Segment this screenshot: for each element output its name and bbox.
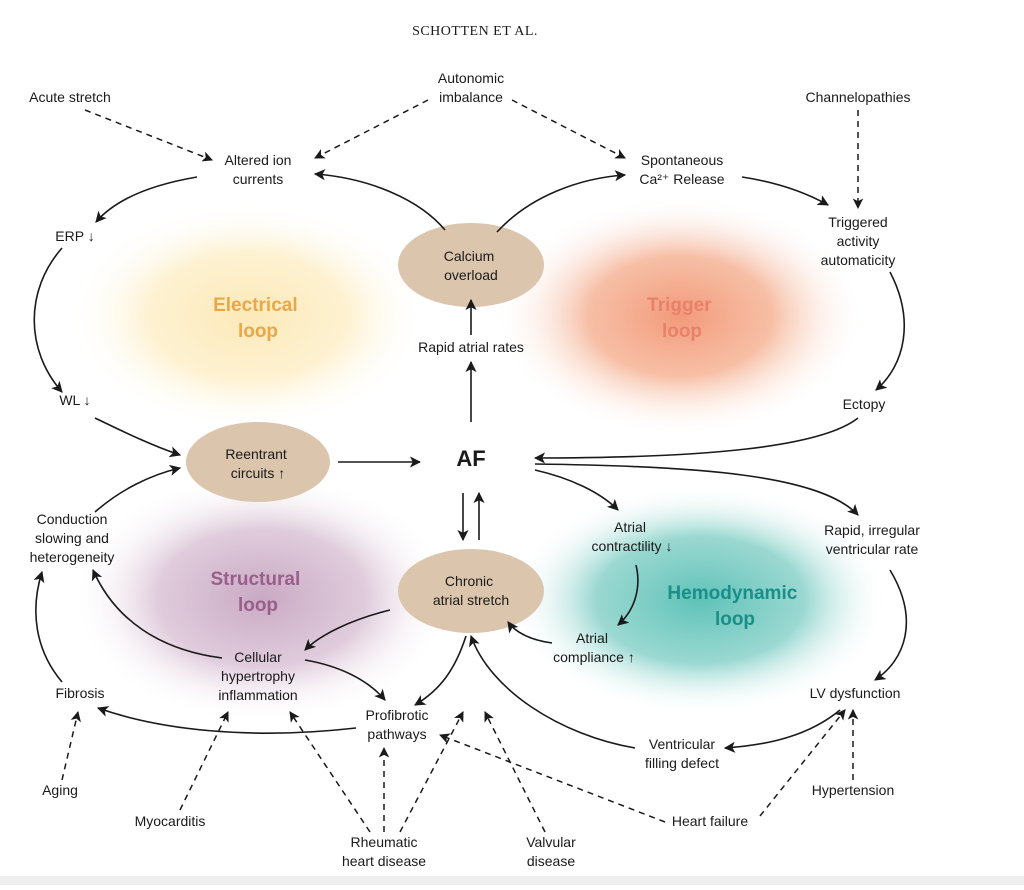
dashed-myocarditis-to-cellular: [179, 711, 229, 811]
arrow-filling-defect-to-stretch: [469, 634, 636, 749]
arrow-ectopy-to-af: [533, 417, 859, 464]
arrow-spontaneous-to-triggered: [741, 176, 829, 206]
arrow-calcium-to-altered-ion: [313, 169, 446, 231]
reentrant-circuits-node: [186, 422, 330, 502]
ectopy-label: Ectopy: [843, 396, 886, 412]
aging-label: Aging: [42, 782, 78, 798]
dashed-heart-failure-to-lv: [759, 709, 846, 817]
page-header: SCHOTTEN ET AL.: [412, 24, 538, 39]
arrow-stretch-to-profibrotic: [414, 635, 467, 706]
hypertension-label: Hypertension: [812, 782, 895, 798]
dashed-autonomic-to-altered-ion: [314, 99, 429, 159]
bottom-strip: [0, 876, 1024, 885]
arrow-af-to-rapid-irregular: [534, 463, 859, 516]
structural-loop-title: Structural loop: [210, 569, 305, 616]
arrow-wl-to-reentrant: [94, 417, 182, 458]
arrow-compliance-to-stretch: [507, 621, 553, 644]
dashed-heart-failure-to-profibrotic: [439, 733, 666, 823]
calcium-overload-node: [398, 223, 544, 307]
dashed-rheumatic-to-stretch: [399, 711, 464, 833]
arrow-profibrotic-to-fibrosis: [96, 706, 357, 734]
acute-stretch-label: Acute stretch: [29, 89, 111, 105]
trigger-loop-blob: [495, 196, 865, 436]
dashed-aging-to-fibrosis: [61, 710, 81, 781]
solid-arrows: [33, 169, 908, 753]
arrow-stretch-to-cellular: [304, 609, 391, 651]
rapid-atrial-rates-label: Rapid atrial rates: [418, 339, 524, 355]
arrow-cellular-to-profibrotic: [304, 659, 386, 701]
structural-loop-blob: [72, 473, 452, 723]
erp-label: ERP ↓: [55, 228, 94, 244]
hemodynamic-loop-title: Hemodynamic loop: [667, 583, 802, 630]
calcium-overload-label: Calcium overload: [444, 248, 498, 283]
arrow-contractility-to-compliance: [617, 564, 639, 626]
arrow-altered-ion-to-erp: [95, 176, 198, 223]
chronic-atrial-stretch-node: [398, 549, 544, 633]
arrow-af-to-contractility: [534, 469, 619, 511]
fibrosis-label: Fibrosis: [55, 685, 104, 701]
arrow-fibrosis-to-conduction: [33, 570, 63, 683]
arrow-calcium-to-spontaneous: [496, 170, 627, 233]
af-center-label: AF: [456, 446, 485, 471]
trigger-loop-title: Trigger loop: [647, 295, 717, 342]
dashed-autonomic-to-spontaneous: [511, 99, 626, 159]
channelopathies-label: Channelopathies: [805, 89, 910, 105]
dashed-rheumatic-to-cellular: [289, 711, 371, 833]
myocarditis-label: Myocarditis: [135, 813, 206, 829]
dashed-acute-stretch-to-altered-ion: [84, 109, 213, 162]
arrow-lv-to-filling-defect: [723, 709, 841, 753]
heart-failure-label: Heart failure: [672, 813, 748, 829]
electrical-loop-title: Electrical loop: [213, 295, 303, 342]
arrow-cellular-to-conduction: [91, 568, 223, 659]
dashed-valvular-to-stretch: [484, 711, 546, 833]
arrow-erp-to-wl: [33, 247, 63, 393]
reentrant-circuits-label: Reentrant circuits ↑: [225, 446, 290, 481]
lv-dysfunction-label: LV dysfunction: [810, 685, 901, 701]
dashed-arrows: [61, 99, 864, 833]
electrical-loop-blob: [68, 201, 428, 431]
arrow-rapid-irregular-to-lv: [874, 569, 908, 681]
arrow-triggered-to-ectopy: [875, 271, 905, 391]
chronic-atrial-stretch-label: Chronic atrial stretch: [433, 573, 509, 608]
wl-label: WL ↓: [59, 392, 90, 408]
arrow-conduction-to-reentrant: [94, 464, 182, 513]
hemodynamic-loop-blob: [510, 485, 890, 715]
